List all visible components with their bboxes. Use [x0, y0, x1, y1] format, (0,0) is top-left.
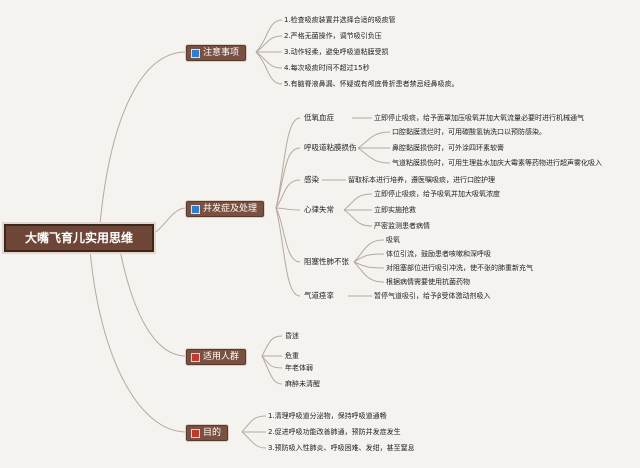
list-item: 1.清理呼吸道分泌物，保持呼吸道通畅: [268, 412, 387, 420]
list-item: 2.严格无菌操作，调节吸引负压: [284, 32, 382, 40]
list-item: 气道粘膜损伤时，可用生理盐水加庆大霉素等药物进行超声雾化吸入: [392, 159, 602, 167]
list-item: 2.促进呼吸功能改善肺通，预防并发症发生: [268, 428, 401, 436]
branch-target-population[interactable]: 适用人群: [186, 349, 247, 365]
link-b0: [255, 19, 283, 53]
list-item: 立即停止吸痰，给予吸氧并加大吸氧浓度: [374, 190, 500, 198]
branch-precautions[interactable]: 注意事项: [186, 45, 247, 61]
branch-label: 目的: [203, 428, 222, 438]
list-item: 严密监测患者病情: [374, 222, 430, 230]
list-item: 暂停气道吸引，给予β受体激动剂吸入: [374, 292, 491, 300]
group-hypoxemia[interactable]: 低氧血症: [304, 113, 334, 122]
list-item: 昏迷: [285, 332, 299, 340]
list-item: 3.预防吸入性肺炎、呼吸困难、发绀，甚至窒息: [268, 444, 415, 452]
link-root-branch-3: [89, 249, 187, 433]
branch-label: 适用人群: [203, 352, 240, 362]
list-item: 留取标本进行培养，遵医嘱吸痰，进行口腔护理: [348, 176, 495, 184]
list-item: 口腔黏膜溃烂时，可用碳酸氢钠洗口以预防感染。: [392, 128, 546, 136]
list-item: 5.有脑脊液鼻漏、怀疑或有颅底骨折患者禁忌经鼻吸痰。: [284, 80, 459, 88]
group-mucosa-injury[interactable]: 呼吸道粘膜损伤: [304, 143, 357, 152]
list-item: 3.动作轻柔，避免呼吸道粘膜受损: [284, 48, 389, 56]
link-root-branch-0: [99, 51, 187, 225]
warning-icon: [191, 352, 200, 362]
list-item: 立即停止吸痰，给予面罩加压吸氧并加大氧流量必要时进行机械通气: [374, 114, 584, 122]
list-item: 鼻腔黏膜损伤时，可外涂四环素软膏: [392, 144, 504, 152]
branch-complications[interactable]: 并发症及处理: [186, 201, 265, 217]
group-arrhythmia[interactable]: 心律失常: [304, 205, 334, 214]
branch-label: 注意事项: [203, 48, 240, 58]
list-item: 危重: [285, 352, 299, 360]
branch-purpose[interactable]: 目的: [186, 425, 229, 441]
warning-icon: [191, 428, 200, 438]
info-icon: [191, 204, 200, 214]
list-item: 年老体弱: [285, 364, 313, 372]
list-item: 根据病情需要使用抗菌药物: [386, 278, 470, 286]
link-root-branch-1: [149, 207, 187, 237]
link-root-branch-2: [119, 249, 187, 357]
group-airway-spasm[interactable]: 气道痉挛: [304, 291, 334, 300]
group-atelectasis[interactable]: 阻塞性肺不张: [304, 257, 349, 266]
list-item: 体位引流，鼓励患者咳嗽和深呼吸: [386, 250, 491, 258]
list-item: 麻醉未清醒: [285, 380, 320, 388]
list-item: 1.检查吸痰装置并选择合适的吸痰管: [284, 16, 396, 24]
list-item: 4.每次吸痰时间不超过15秒: [284, 64, 370, 72]
info-icon: [191, 48, 200, 58]
branch-label: 并发症及处理: [203, 204, 258, 214]
group-infection[interactable]: 感染: [304, 175, 319, 184]
list-item: 吸氧: [386, 236, 400, 244]
list-item: 立即实施抢救: [374, 206, 416, 214]
root-node-title[interactable]: 大嘴飞育儿实用思维: [4, 224, 154, 252]
list-item: 对阻塞部位进行吸引冲洗，使不张的肺重新充气: [386, 264, 533, 272]
